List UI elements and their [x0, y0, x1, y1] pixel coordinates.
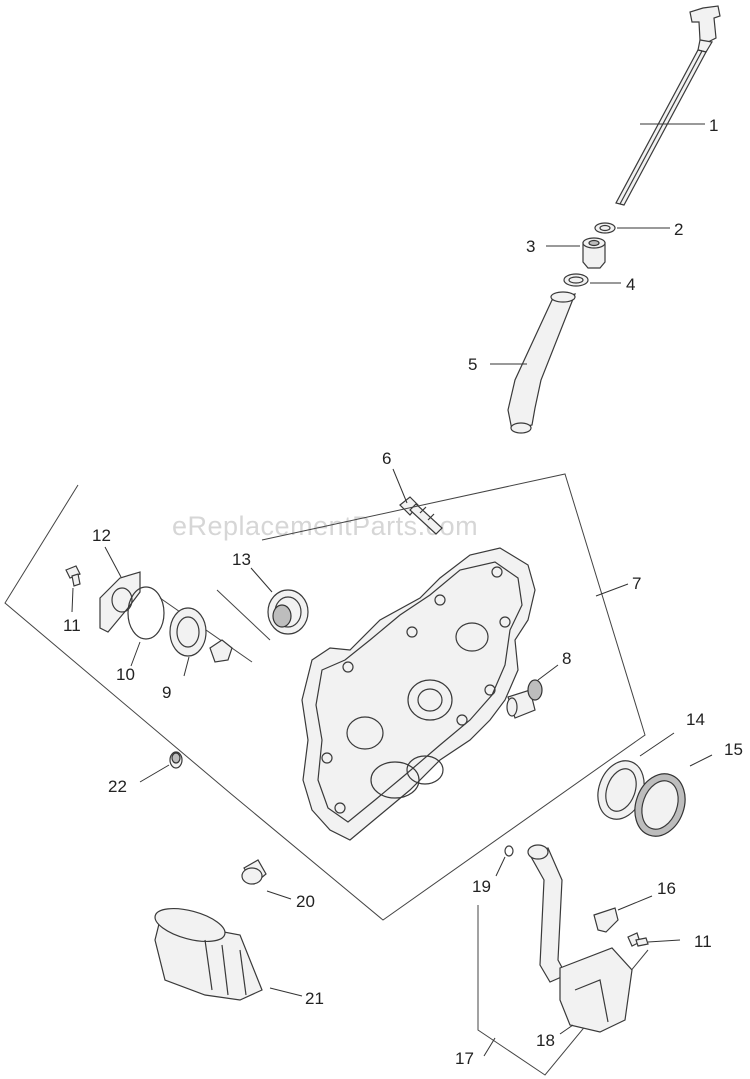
- part-14-gasket[interactable]: [590, 754, 652, 825]
- part-4-o-ring[interactable]: [563, 273, 589, 287]
- part-7-gear-cover[interactable]: [301, 547, 536, 841]
- callout-3[interactable]: 3: [526, 237, 535, 256]
- callout-15[interactable]: 15: [724, 740, 743, 759]
- part-2-washer[interactable]: [594, 222, 616, 234]
- callout-21[interactable]: 21: [305, 989, 324, 1008]
- callout-19[interactable]: 19: [472, 877, 491, 896]
- callout-4[interactable]: 4: [626, 275, 635, 294]
- part-5-dipstick-tube[interactable]: [507, 291, 576, 434]
- part-21-oil-filter[interactable]: [152, 902, 263, 1001]
- callout-17[interactable]: 17: [455, 1049, 474, 1068]
- part-11-screw-right[interactable]: [627, 932, 649, 947]
- callout-2[interactable]: 2: [674, 220, 683, 239]
- callout-9[interactable]: 9: [162, 683, 171, 702]
- part-19-o-ring[interactable]: [504, 845, 514, 857]
- part-3-tube-adapter[interactable]: [582, 237, 606, 269]
- callout-16[interactable]: 16: [657, 879, 676, 898]
- callout-12[interactable]: 12: [92, 526, 111, 545]
- part-18-strainer[interactable]: [559, 947, 633, 1033]
- part-8-fitting[interactable]: [506, 679, 543, 719]
- part-22-plug[interactable]: [169, 751, 183, 769]
- part-11-screw-left[interactable]: [65, 565, 81, 587]
- callout-20[interactable]: 20: [296, 892, 315, 911]
- part-15-seal[interactable]: [627, 767, 694, 844]
- callout-22[interactable]: 22: [108, 777, 127, 796]
- callout-1[interactable]: 1: [709, 116, 718, 135]
- callouts: 1 2 3 4 5 6 7 8 9 10 11 12 13 14 15 16 1…: [63, 116, 743, 1068]
- callout-10[interactable]: 10: [116, 665, 135, 684]
- part-7-boundary: [4, 473, 646, 921]
- callout-8[interactable]: 8: [562, 649, 571, 668]
- callout-11-right[interactable]: 11: [694, 932, 712, 951]
- part-12-cover-plate[interactable]: [99, 571, 141, 633]
- callout-6[interactable]: 6: [382, 449, 391, 468]
- callout-18[interactable]: 18: [536, 1031, 555, 1050]
- part-13-seal[interactable]: [267, 589, 309, 635]
- callout-7[interactable]: 7: [632, 574, 641, 593]
- callout-13[interactable]: 13: [232, 550, 251, 569]
- part-20-drain-plug[interactable]: [241, 859, 267, 885]
- part-1-dipstick[interactable]: [615, 5, 721, 206]
- part-6-bolt[interactable]: [399, 496, 443, 535]
- callout-11-left[interactable]: 11: [63, 616, 81, 635]
- callout-14[interactable]: 14: [686, 710, 705, 729]
- part-17-pickup-tube[interactable]: [527, 844, 567, 983]
- part-16-bracket[interactable]: [593, 907, 619, 933]
- part-10-o-ring[interactable]: [127, 586, 165, 640]
- part-9-oil-pump-rotor[interactable]: [169, 607, 233, 663]
- callout-5[interactable]: 5: [468, 355, 477, 374]
- leader-lines: [71, 123, 713, 1057]
